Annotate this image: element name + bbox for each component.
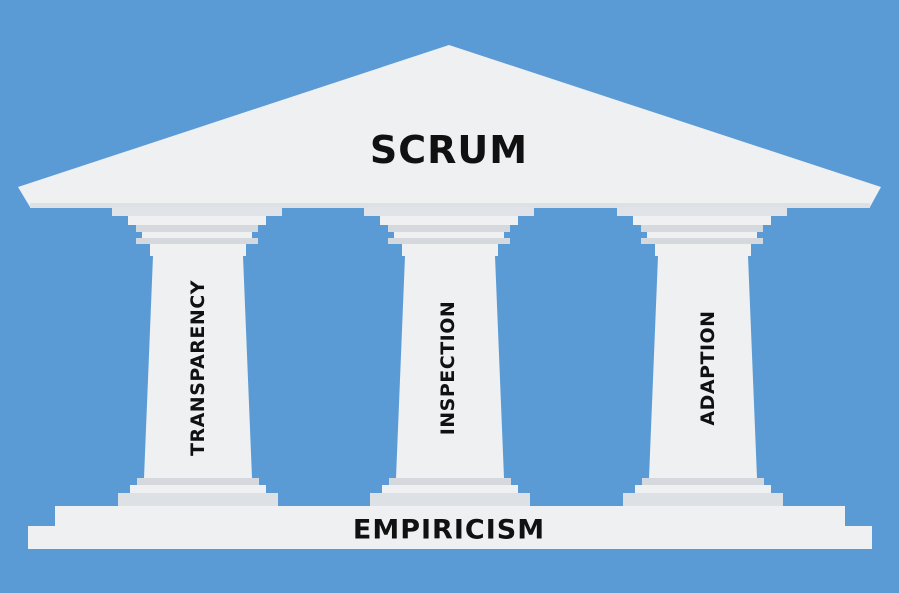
base-upper-step bbox=[55, 506, 845, 526]
pillar-label-inspection: INSPECTION bbox=[437, 300, 459, 436]
pillar-inspection bbox=[364, 207, 534, 506]
pillar-label-adaption: ADAPTION bbox=[697, 310, 719, 426]
roof-underside bbox=[30, 203, 870, 208]
pillar-label-transparency: TRANSPARENCY bbox=[187, 280, 209, 456]
roof-title: SCRUM bbox=[369, 128, 529, 172]
base-title: EMPIRICISM bbox=[352, 514, 546, 546]
pillar-transparency bbox=[112, 207, 282, 506]
base-lower-step bbox=[28, 526, 872, 549]
pillar-adaption bbox=[617, 207, 787, 506]
roof-pediment bbox=[18, 45, 881, 207]
